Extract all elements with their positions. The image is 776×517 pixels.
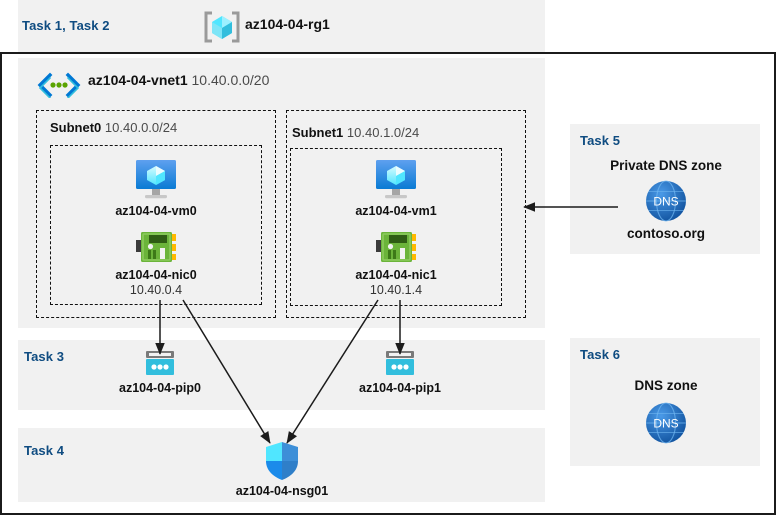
vnet-title: az104-04-vnet1 10.40.0.0/20 [88, 72, 270, 88]
node-pip1[interactable]: az104-04-pip1 [330, 349, 470, 396]
vnet-container [18, 58, 545, 328]
subnet-0-box [36, 110, 276, 318]
virtual-machine-icon [76, 158, 236, 202]
public-ip-icon [330, 349, 470, 379]
node-nic0[interactable]: az104-04-nic0 10.40.0.4 [76, 228, 236, 298]
public-dns-zone-title: DNS zone [634, 378, 698, 393]
dns-zone-icon: DNS [578, 178, 754, 224]
dns-zone-icon: DNS [578, 400, 754, 446]
subnet-0-vm-group [50, 145, 262, 305]
dns-icon-text: DNS [653, 417, 678, 431]
subnet-0-title: Subnet0 10.40.0.0/24 [50, 120, 178, 135]
private-dns-zone-title: Private DNS zone [610, 158, 722, 173]
dns-icon-text: DNS [653, 195, 678, 209]
task3-panel [18, 340, 545, 410]
resource-group-name: az104-04-rg1 [245, 16, 330, 32]
node-nic1-label: az104-04-nic1 [355, 268, 437, 282]
subnet-1-title: Subnet1 10.40.1.0/24 [292, 125, 420, 140]
resource-group-header [18, 0, 545, 52]
public-ip-icon [90, 349, 230, 379]
node-private-dns-zone[interactable]: Private DNS zone DNS contoso.org [578, 158, 754, 242]
node-pip0[interactable]: az104-04-pip0 [90, 349, 230, 396]
node-vm1[interactable]: az104-04-vm1 [316, 158, 476, 219]
node-nsg[interactable]: az104-04-nsg01 [212, 440, 352, 499]
task6-panel [570, 338, 760, 466]
virtual-network-icon [36, 72, 82, 103]
node-pip0-label: az104-04-pip0 [119, 381, 201, 395]
task-label-6: Task 6 [580, 347, 621, 362]
network-interface-icon [76, 228, 236, 266]
node-vm0-label: az104-04-vm0 [115, 204, 197, 218]
node-vm1-label: az104-04-vm1 [355, 204, 437, 218]
node-nic1-ip: 10.40.1.4 [369, 283, 423, 297]
node-vm0[interactable]: az104-04-vm0 [76, 158, 236, 219]
virtual-machine-icon [316, 158, 476, 202]
task-label-3: Task 3 [24, 349, 65, 364]
network-interface-icon [316, 228, 476, 266]
resource-group-icon [203, 8, 241, 51]
node-nic1[interactable]: az104-04-nic1 10.40.1.4 [316, 228, 476, 298]
task-label-5: Task 5 [580, 133, 621, 148]
private-dns-zone-name: contoso.org [627, 226, 705, 241]
subnet-1-vm-group [290, 148, 502, 306]
network-security-group-icon [212, 440, 352, 482]
node-nic0-ip: 10.40.0.4 [129, 283, 183, 297]
node-nsg-label: az104-04-nsg01 [235, 484, 329, 498]
node-pip1-label: az104-04-pip1 [359, 381, 441, 395]
task-label-4: Task 4 [24, 443, 65, 458]
node-nic0-label: az104-04-nic0 [115, 268, 197, 282]
subnet-1-box [286, 110, 526, 318]
node-public-dns-zone[interactable]: DNS zone DNS [578, 378, 754, 448]
task-label-1-2: Task 1, Task 2 [22, 18, 110, 33]
